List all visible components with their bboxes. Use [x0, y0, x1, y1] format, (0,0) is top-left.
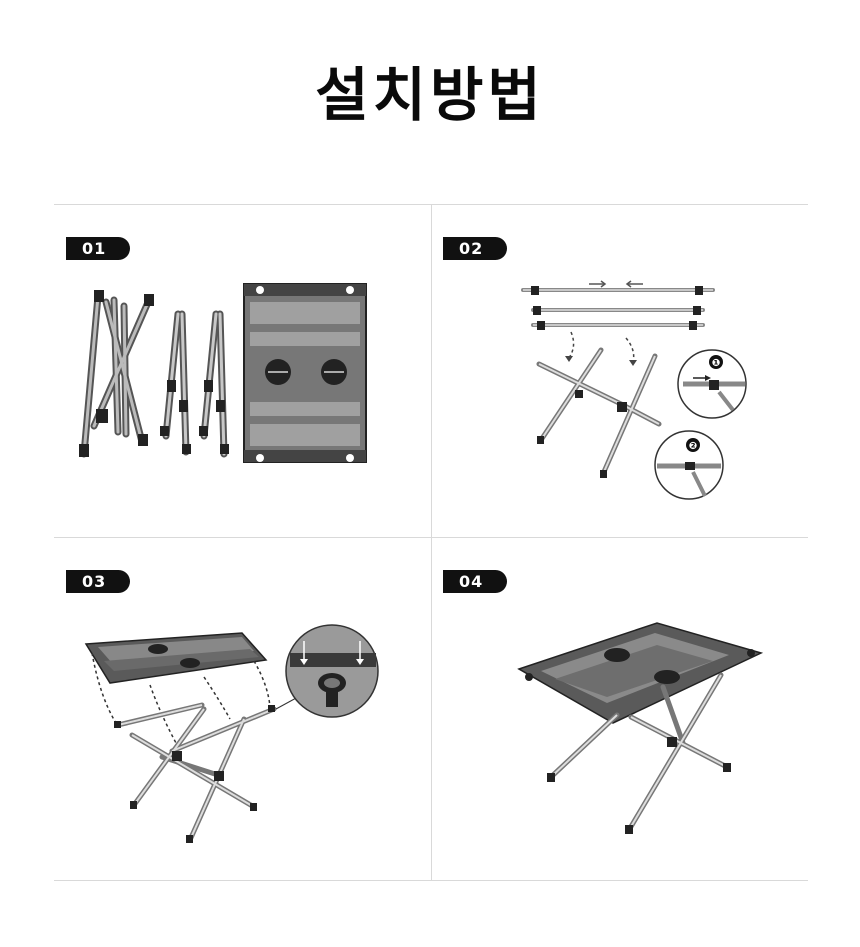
frame-assembly-illustration: ❶ ❷: [521, 280, 747, 500]
step-03-panel: 03: [54, 537, 431, 880]
step-number-badge: 03: [66, 570, 130, 593]
table-top-completed: [517, 622, 764, 724]
callout-number-2: ❷: [689, 441, 698, 452]
step-number-badge: 01: [66, 237, 130, 260]
zoom-detail-circle: [285, 624, 379, 718]
table-top-sheet: [243, 283, 367, 463]
frame-rods: [521, 288, 715, 327]
step-number-badge: 04: [443, 570, 507, 593]
attach-top-illustration: [84, 624, 379, 843]
table-top-perspective: [84, 632, 268, 684]
divider-vertical: [431, 204, 432, 880]
step-04-panel: 04: [431, 537, 808, 880]
completed-table-illustration: [517, 622, 764, 834]
step-02-panel: 02: [431, 204, 808, 537]
divider-bottom: [54, 880, 808, 881]
callout-detail-1: [677, 349, 747, 419]
x-frame: [536, 347, 662, 477]
slide-arrows: [589, 280, 643, 288]
callout-detail-2: [654, 430, 724, 500]
steps-grid: 01: [54, 204, 808, 881]
page-title: 설치방법: [315, 61, 545, 129]
step-01-panel: 01: [54, 204, 431, 537]
step-number-badge: 02: [443, 237, 507, 260]
folded-parts-illustration: [79, 283, 367, 463]
callout-number-1: ❶: [712, 358, 721, 369]
